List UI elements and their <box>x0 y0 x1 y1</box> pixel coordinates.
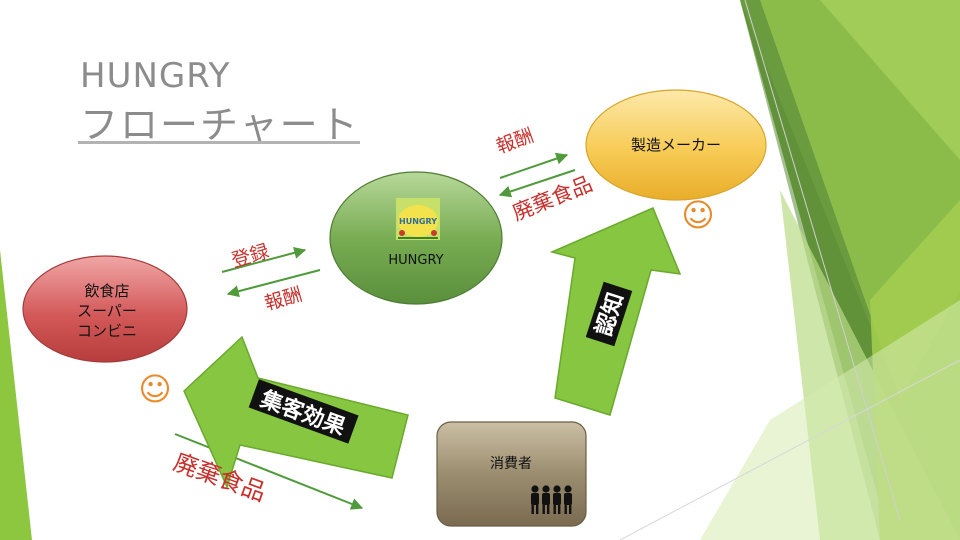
arrow-reward-left <box>226 269 321 298</box>
hungry-logo-text: HUNGRY <box>399 217 437 226</box>
consumer-node <box>436 421 587 527</box>
arrow-register <box>221 246 307 273</box>
maker-label: 製造メーカー <box>631 136 721 154</box>
restaurant-label-3: コンビニ <box>77 322 137 340</box>
slide-title-line2: フローチャート <box>80 103 360 147</box>
reward-left-label: 報酬 <box>262 283 305 315</box>
reward-right-label: 報酬 <box>493 125 536 159</box>
flow-arrows <box>174 152 576 510</box>
smiley-icon: ☺ <box>681 196 714 234</box>
slide-title-line1: HUNGRY <box>80 56 231 96</box>
waste-right-label: 廃棄食品 <box>509 172 596 226</box>
hungry-label: HUNGRY <box>388 253 443 268</box>
consumer-label: 消費者 <box>490 456 532 472</box>
restaurant-label-2: スーパー <box>77 302 137 320</box>
hungry-logo <box>396 198 440 240</box>
restaurant-label-1: 飲食店 <box>84 282 129 300</box>
restaurant-node <box>22 255 188 363</box>
maker-node <box>585 89 767 201</box>
arrow-waste-bottom <box>174 433 364 510</box>
smiley-icon: ☺ <box>138 370 171 408</box>
people-icon <box>531 485 572 514</box>
arrow-reward-right <box>499 152 569 179</box>
arrow-waste-right <box>498 169 576 198</box>
register-label: 登録 <box>229 240 272 272</box>
title-underline <box>78 141 360 144</box>
